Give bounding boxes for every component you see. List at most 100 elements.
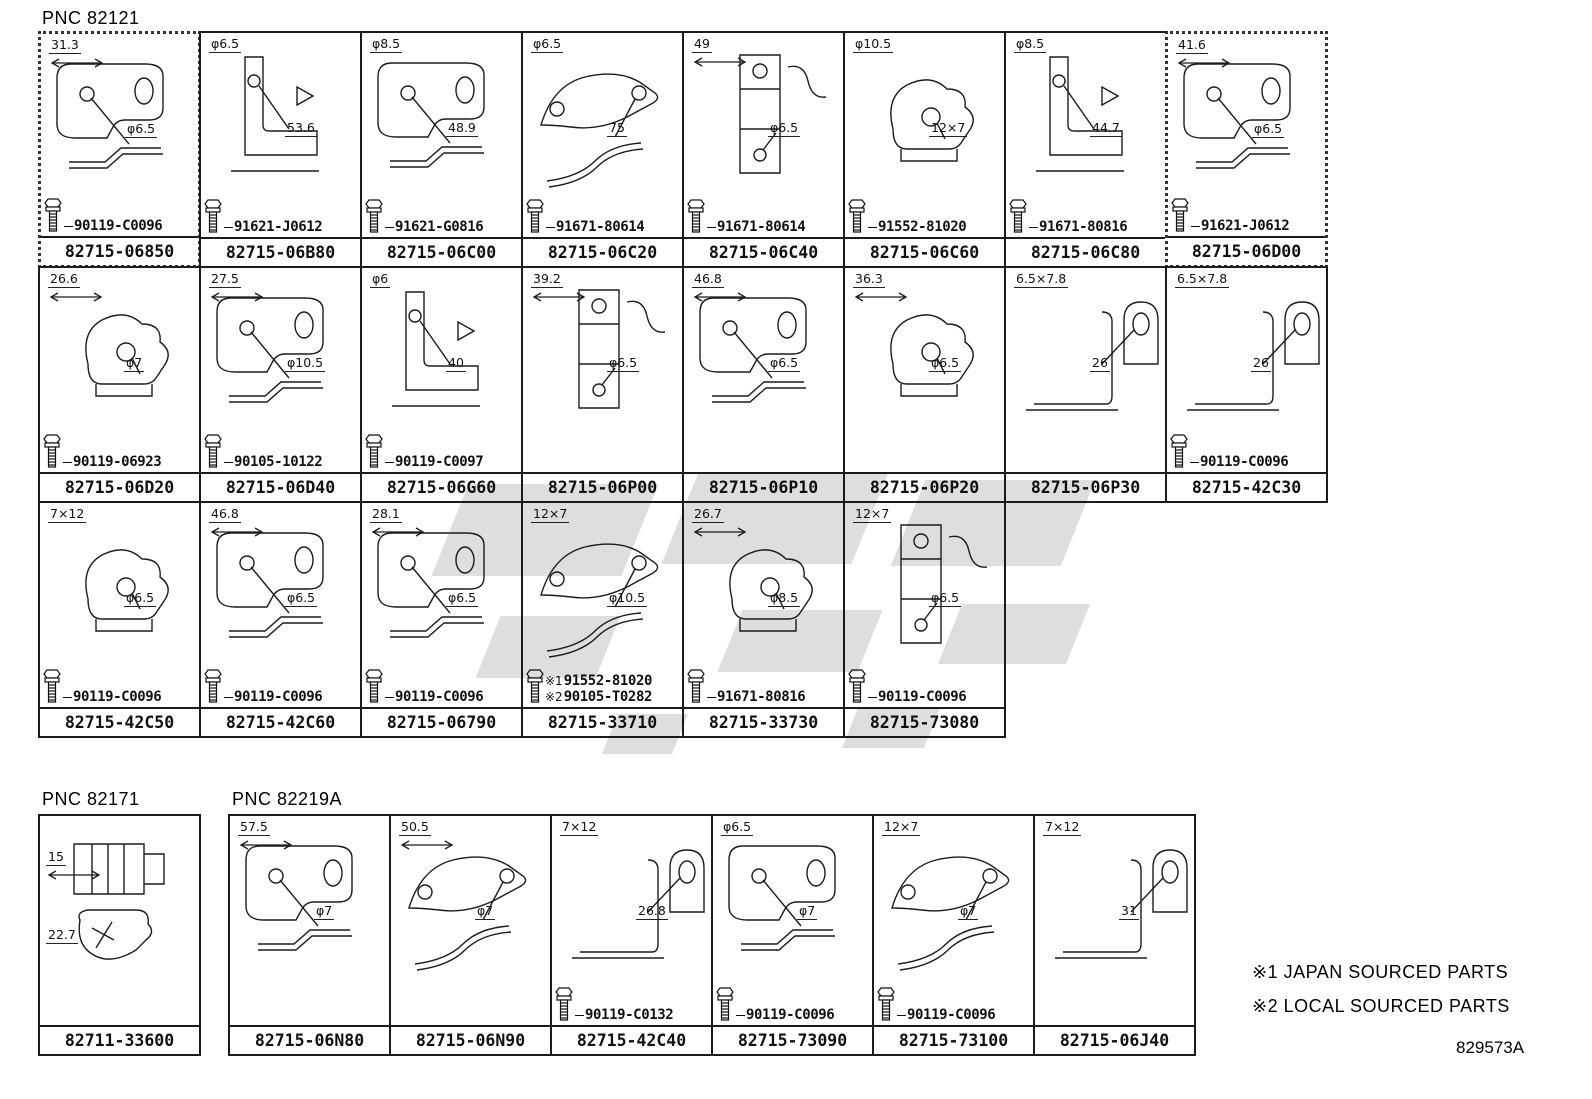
dimension-label: φ10.5 [285,355,326,372]
part-number: 82715-42C60 [225,713,336,732]
part-number: 82715-06P10 [708,478,819,497]
bolt-part-line: 91671-80816 [1028,219,1128,235]
part-number: 82715-06D40 [225,478,336,497]
part-number-strip: 82715-06C00 [362,237,521,266]
dimension-label: φ6.5 [607,355,640,372]
bracket-drawing [1036,56,1124,172]
leader-dash [575,1014,584,1016]
bracket-drawing [578,289,666,409]
bolt-icon [687,199,705,233]
dimension-arrow [693,57,747,67]
note-local-sourced: ※2 LOCAL SOURCED PARTS [1252,996,1510,1016]
dimension-label: 44.7 [1090,120,1122,137]
part-number: 82715-73100 [898,1031,1009,1050]
dimension-arrow [49,292,103,302]
leader-dash [868,226,877,228]
dimension-arrow [1177,58,1231,68]
bolt-icon [848,669,866,703]
pnc-82171-label: PNC 82171 [42,789,140,809]
dimension-label: 26 [1090,355,1110,372]
part-number: 82715-06C20 [547,243,658,262]
part-number: 82715-33710 [547,713,658,732]
bolt-part-line: 91552-81020 [867,219,967,235]
bracket-drawing [540,543,659,658]
part-number: 82715-33730 [708,713,819,732]
bolt-part-line: 90119-C0096 [1189,454,1289,470]
dimension-arrow [693,292,747,302]
part-number: 82715-73080 [869,713,980,732]
bracket-drawing [73,843,165,960]
part-number-strip: 82715-06D20 [40,472,199,501]
bolt-callout: 91671-80816 [687,669,806,705]
part-number: 82715-06850 [64,242,175,261]
dimension-label: φ6.5 [209,36,242,53]
bolt-icon [1171,198,1189,232]
bolt-part-number: 91621-G0816 [395,219,484,235]
bolt-callout: 91671-80614 [526,199,645,235]
dimension-label: φ8.5 [768,590,801,607]
dimension-label: φ6.5 [124,590,157,607]
leader-dash [385,226,394,228]
bracket-drawing [572,849,705,959]
bolt-part-number: 91621-J0612 [234,219,323,235]
bolt-part-line: 91621-J0612 [223,219,323,235]
part-number-strip: 82715-73090 [713,1025,872,1054]
dimension-label: 50.5 [399,819,431,836]
part-number: 82715-06N80 [254,1031,365,1050]
bolt-part-line: 90105-10122 [223,454,323,470]
dimension-label: 41.6 [1176,37,1208,54]
bolt-callout: 90105-10122 [204,434,323,470]
dimension-label: φ6.5 [531,36,564,53]
part-number-strip: 82715-33710 [523,707,682,736]
dimension-arrow [371,527,425,537]
bolt-callout: 90119-C0096 [204,669,323,705]
bolt-icon [44,198,62,232]
leader-dash [546,226,555,228]
bracket-drawing [216,297,324,403]
leader-dash [224,696,233,698]
part-number-strip: 82715-06D00 [1168,236,1325,265]
dimension-label: φ6.5 [929,590,962,607]
dimension-arrow [210,527,264,537]
bolt-callout: 91621-J0612 [1171,198,1290,234]
pnc-82121-label: PNC 82121 [42,8,140,28]
bolt-icon [526,669,544,703]
bracket-drawing [231,56,319,172]
bolt-icon [43,669,61,703]
bolt-icon [1170,434,1188,468]
pnc-82219a-label: PNC 82219A [232,789,343,809]
dimension-label: φ6.5 [721,819,754,836]
dimension-label: 26 [1251,355,1271,372]
dimension-label: φ7 [475,903,496,920]
bracket-drawing [1055,849,1188,959]
bolt-icon [1009,199,1027,233]
bolt-part-line: 90119-C0096 [735,1007,835,1023]
bolt-icon [204,199,222,233]
bolt-part-number: 90119-C0096 [746,1007,835,1023]
leader-dash [707,226,716,228]
bolt-part-number: 90119-C0096 [878,689,967,705]
bracket-drawing [216,532,324,638]
bolt-part-number: 90119-C0132 [585,1007,674,1023]
bolt-icon [716,987,734,1021]
part-number: 82715-06C60 [869,243,980,262]
bracket-drawing [900,524,988,644]
bolt-callout: 90119-C0096 [43,669,162,705]
